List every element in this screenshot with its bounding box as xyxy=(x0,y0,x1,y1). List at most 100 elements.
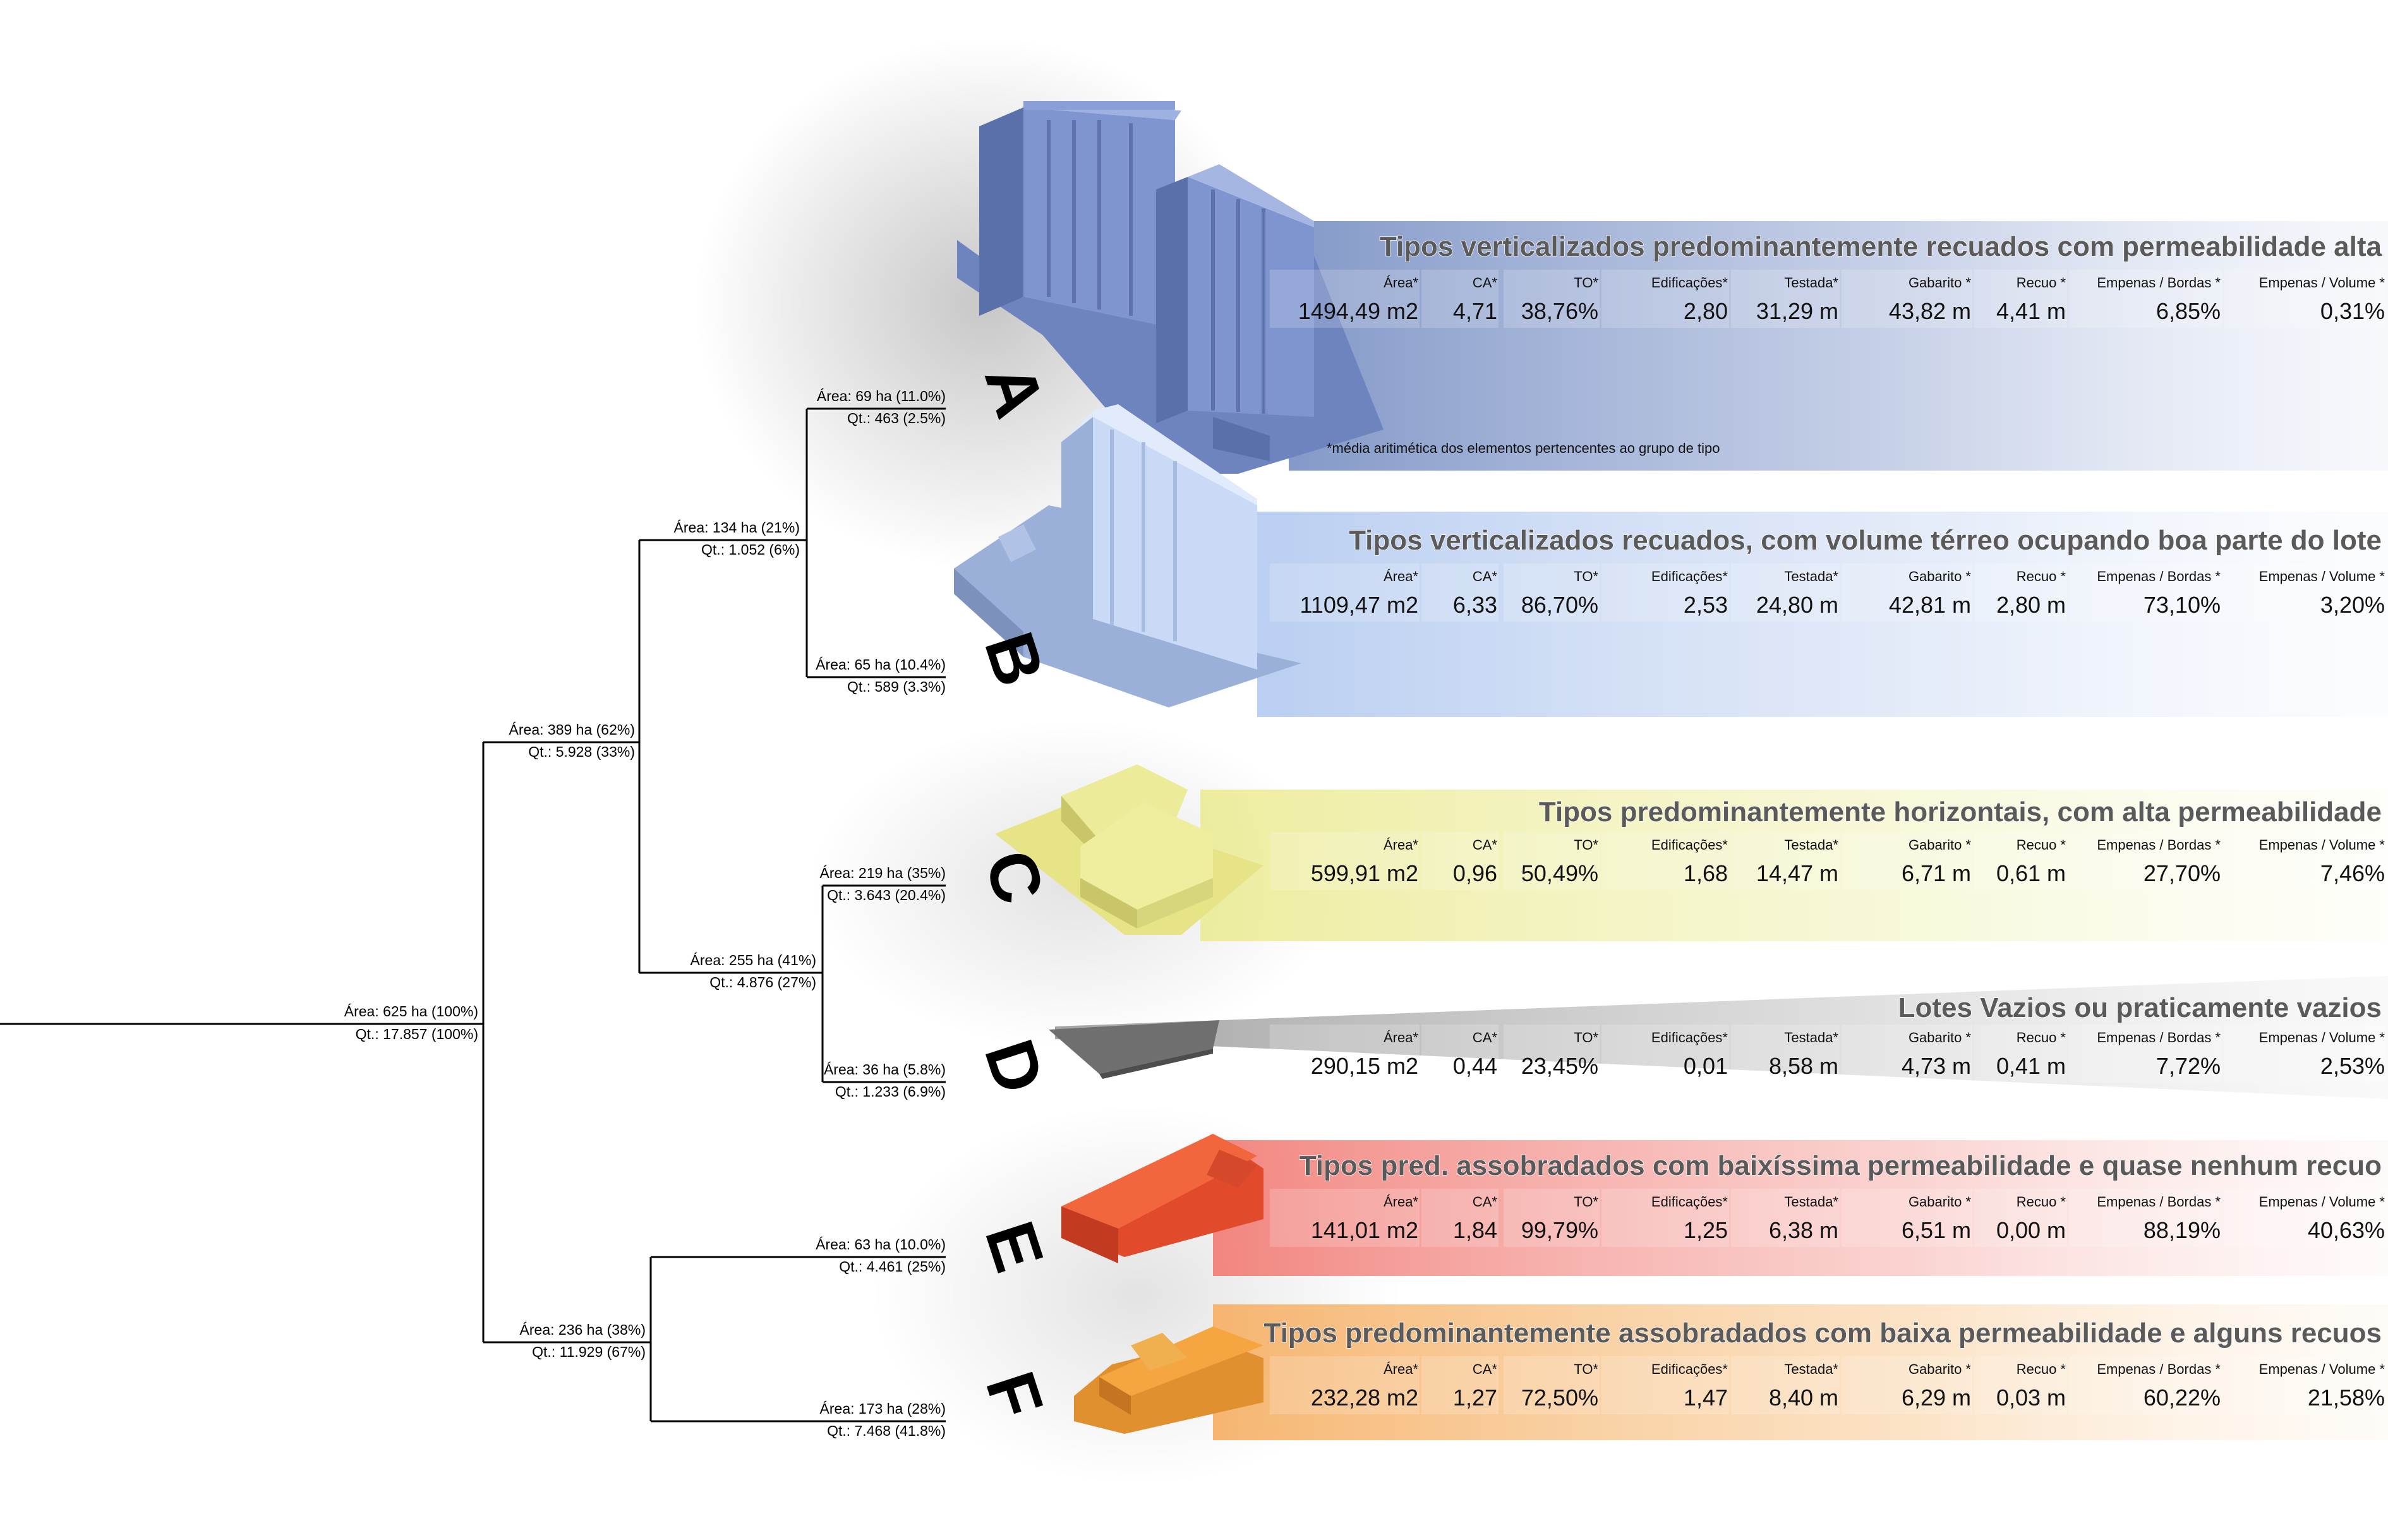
group-e-cell-bg xyxy=(1504,1189,1600,1247)
group-a-value: 0,31% xyxy=(2320,298,2385,324)
group-a-cell-bg xyxy=(1270,270,1420,328)
node-1-area: Área: 389 ha (62%) xyxy=(509,721,635,738)
group-e-cell-bg xyxy=(1974,1189,2067,1247)
dendrogram xyxy=(0,407,946,1423)
group-a-cell-bg xyxy=(1974,270,2067,328)
group-c-cell-bg xyxy=(1421,832,1499,890)
group-f-header: Empenas / Volume * xyxy=(2259,1361,2385,1377)
group-f-cell-bg xyxy=(1504,1356,1600,1414)
group-a-value: 6,85% xyxy=(2156,298,2221,324)
group-e-header: CA* xyxy=(1473,1194,1498,1210)
group-b-cell-bg xyxy=(1504,563,1600,622)
group-c-header: Edificações* xyxy=(1651,837,1728,853)
group-a-header: TO* xyxy=(1574,275,1598,291)
group-a-header: Empenas / Bordas * xyxy=(2097,275,2221,291)
model-group-b xyxy=(954,404,1301,707)
group-b-header: Empenas / Volume * xyxy=(2259,568,2385,584)
group-a-header: Área* xyxy=(1384,275,1418,291)
group-c-value: 1,68 xyxy=(1684,860,1728,886)
group-a-header: Empenas / Volume * xyxy=(2259,275,2385,291)
node-2-qt: Qt.: 1.052 (6%) xyxy=(701,541,800,558)
group-e-cell-bg xyxy=(2069,1189,2222,1247)
group-c-value: 6,71 m xyxy=(1902,860,1971,886)
group-a-header: Testada* xyxy=(1784,275,1838,291)
group-bands xyxy=(1055,221,2388,1440)
group-c-header: Gabarito * xyxy=(1909,837,1971,853)
group-a-cell-bg xyxy=(1504,270,1600,328)
group-f-value: 232,28 m2 xyxy=(1311,1385,1418,1411)
group-d-value: 23,45% xyxy=(1521,1053,1598,1079)
group-d-header: Área* xyxy=(1384,1030,1418,1045)
group-e-value: 99,79% xyxy=(1521,1217,1598,1243)
group-c-value: 14,47 m xyxy=(1756,860,1838,886)
group-e-value: 1,84 xyxy=(1453,1217,1497,1243)
node-c-qt: Qt.: 3.643 (20.4%) xyxy=(827,887,946,903)
group-f-header: Empenas / Bordas * xyxy=(2097,1361,2221,1377)
group-d-value: 290,15 m2 xyxy=(1311,1053,1418,1079)
group-f-cell-bg xyxy=(2224,1356,2386,1414)
group-f-value: 6,29 m xyxy=(1902,1385,1971,1411)
group-d-header: Edificações* xyxy=(1651,1030,1728,1045)
model-group-f xyxy=(1074,1326,1263,1434)
group-e-value: 6,51 m xyxy=(1902,1217,1971,1243)
group-a-value: 4,71 xyxy=(1453,298,1497,324)
group-e-value: 40,63% xyxy=(2308,1217,2385,1243)
group-b-header: Gabarito * xyxy=(1909,568,1971,584)
group-d-cell-bg xyxy=(1731,1025,1840,1083)
group-f-title: Tipos predominantemente assobradados com… xyxy=(1264,1318,2382,1349)
node-3-area: Área: 255 ha (41%) xyxy=(690,952,816,968)
group-e-header: Empenas / Bordas * xyxy=(2097,1194,2221,1210)
building-illustrations xyxy=(954,101,1384,1434)
group-c-value: 0,61 m xyxy=(1996,860,2066,886)
group-b-value: 3,20% xyxy=(2320,592,2385,618)
group-a-cell-bg xyxy=(1731,270,1840,328)
group-b-cell-bg xyxy=(1731,563,1840,622)
group-a-cell-bg xyxy=(1601,270,1729,328)
group-f-cell-bg xyxy=(1974,1356,2067,1414)
group-b-value: 2,53 xyxy=(1684,592,1728,618)
group-a-cell-bg xyxy=(1842,270,1972,328)
group-b-cell-bg xyxy=(1974,563,2067,622)
group-e-header: Recuo * xyxy=(2017,1194,2066,1210)
group-d-value: 4,73 m xyxy=(1902,1053,1971,1079)
node-4-area: Área: 236 ha (38%) xyxy=(520,1321,646,1338)
group-d-cell-bg xyxy=(1842,1025,1972,1083)
group-c-cell-bg xyxy=(2069,832,2222,890)
group-f-cell-bg xyxy=(2069,1356,2222,1414)
group-d-header: CA* xyxy=(1473,1030,1498,1045)
group-b-cell-bg xyxy=(2069,563,2222,622)
group-a-cell-bg xyxy=(2224,270,2386,328)
group-d-header: TO* xyxy=(1574,1030,1598,1045)
group-b-value: 42,81 m xyxy=(1889,592,1971,618)
dendrogram-labels: Área: 625 ha (100%) Qt.: 17.857 (100%) Á… xyxy=(344,388,946,1439)
group-c-cell-bg xyxy=(2224,832,2386,890)
group-f-header: CA* xyxy=(1473,1361,1498,1377)
group-a-value: 1494,49 m2 xyxy=(1298,298,1418,324)
node-d-qt: Qt.: 1.233 (6.9%) xyxy=(835,1083,946,1100)
node-e-qt: Qt.: 4.461 (25%) xyxy=(839,1258,946,1275)
group-letter-d: D xyxy=(970,1031,1059,1103)
group-b-header: Área* xyxy=(1384,568,1418,584)
group-f-value: 72,50% xyxy=(1521,1385,1598,1411)
group-d-value: 7,72% xyxy=(2156,1053,2221,1079)
group-tables: Tipos verticalizados predominantemente r… xyxy=(1263,231,2386,1414)
group-d-value: 0,44 xyxy=(1453,1053,1497,1079)
group-c-value: 7,46% xyxy=(2320,860,2385,886)
group-e-value: 6,38 m xyxy=(1769,1217,1838,1243)
group-c-cell-bg xyxy=(1842,832,1972,890)
group-b-value: 6,33 xyxy=(1453,592,1497,618)
group-d-header: Testada* xyxy=(1784,1030,1838,1045)
group-f-cell-bg xyxy=(1601,1356,1729,1414)
group-c-value: 27,70% xyxy=(2144,860,2221,886)
band-d xyxy=(1055,976,2388,1099)
node-f-qt: Qt.: 7.468 (41.8%) xyxy=(827,1423,946,1439)
group-f-value: 8,40 m xyxy=(1769,1385,1838,1411)
group-b-title: Tipos verticalizados recuados, com volum… xyxy=(1349,525,2382,556)
group-d-header: Gabarito * xyxy=(1909,1030,1971,1045)
group-b-value: 2,80 m xyxy=(1996,592,2066,618)
group-b-value: 73,10% xyxy=(2144,592,2221,618)
group-b-cell-bg xyxy=(1421,563,1499,622)
group-f-cell-bg xyxy=(1270,1356,1420,1414)
group-e-value: 0,00 m xyxy=(1996,1217,2066,1243)
